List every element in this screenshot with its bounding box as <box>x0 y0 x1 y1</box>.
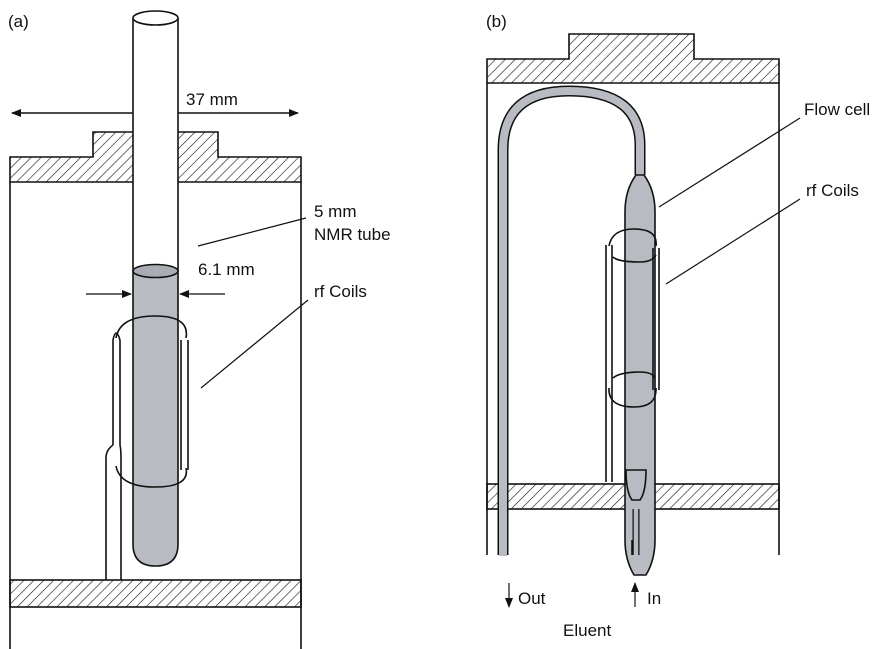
in-label: In <box>647 589 661 608</box>
tube-od-label: 6.1 mm <box>198 260 255 279</box>
panel-a-label: (a) <box>8 12 29 31</box>
rf-coil-b-left-leg <box>605 245 613 482</box>
rf-coil-a-top-left-bend <box>112 332 121 341</box>
tube-label-line1: 5 mm <box>314 202 357 221</box>
rf-coil-a <box>105 315 189 580</box>
rf-coil-b-right-leg <box>652 248 660 390</box>
capillary-fill <box>499 86 644 556</box>
probe-b-top-cap <box>486 33 780 84</box>
rf-coil-b <box>605 228 660 482</box>
panel-b: (b) Flow cell rf Coils <box>486 12 870 640</box>
out-label: Out <box>518 589 546 608</box>
nmr-sample <box>132 270 179 567</box>
coils-leader-a <box>200 299 309 389</box>
width-dimension-label: 37 mm <box>186 90 238 109</box>
flow-cell-leader <box>658 117 801 208</box>
panel-a: (a) 37 mm 6.1 mm 5 mm NMR tube <box>8 10 391 649</box>
rf-coil-b-bottom-loop <box>608 387 657 408</box>
flow-cell-label: Flow cell <box>804 100 870 119</box>
rf-coil-b-bottom-inner <box>612 371 656 379</box>
nmr-tube-opening <box>132 10 179 26</box>
flow-cell <box>624 174 656 576</box>
nmr-sample-meniscus <box>132 263 179 279</box>
rf-coil-a-top-loop <box>115 315 188 339</box>
eluent-label: Eluent <box>563 621 611 640</box>
rf-coil-b-top-loop <box>608 228 657 247</box>
tube-label-line2: NMR tube <box>314 225 391 244</box>
rf-coil-a-right-leg <box>180 340 189 470</box>
coils-label-a: rf Coils <box>314 282 367 301</box>
flow-cell-taper <box>625 469 647 501</box>
rf-coil-a-left-leg <box>112 340 121 445</box>
rf-coil-a-leads <box>105 458 122 580</box>
rf-coil-b-top-inner <box>612 254 657 263</box>
nmr-tube-upper <box>133 18 178 271</box>
panel-b-label: (b) <box>486 12 507 31</box>
coils-leader-b <box>665 198 801 285</box>
coils-label-b: rf Coils <box>806 181 859 200</box>
tube-leader-line <box>197 217 307 247</box>
probe-a-bottom-block <box>9 579 302 608</box>
rf-coil-a-lead-bends <box>105 444 122 459</box>
